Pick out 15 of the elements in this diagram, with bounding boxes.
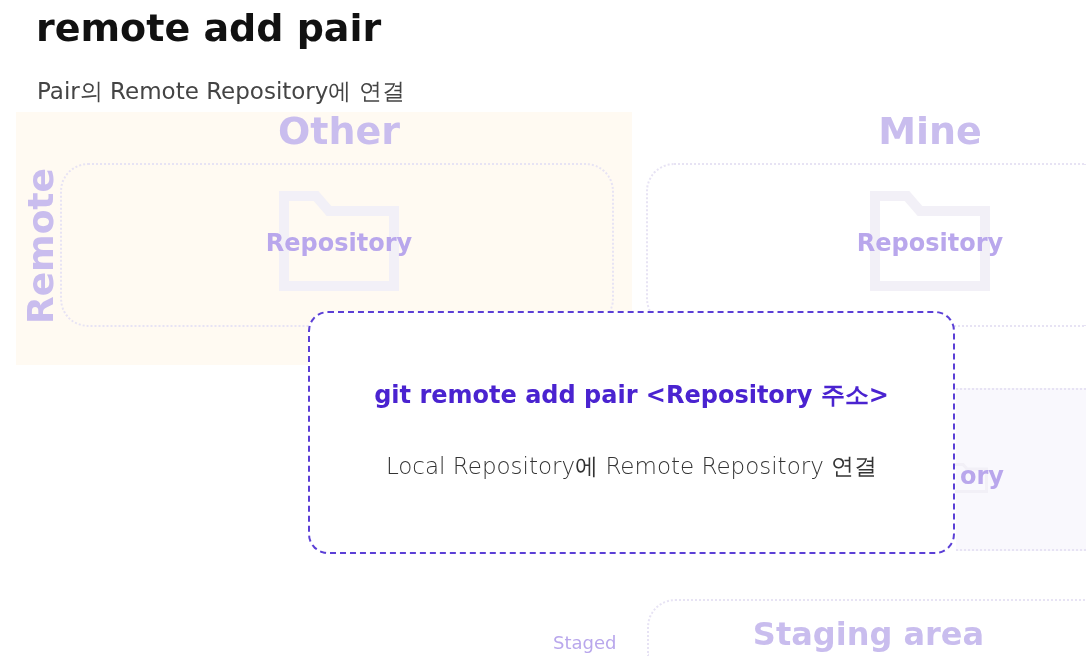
folder-label: Repository: [855, 229, 1005, 257]
band-label: Remote: [20, 168, 61, 324]
section-heading: Other: [276, 109, 401, 153]
folder-label: ory: [960, 462, 1004, 490]
command-text: git remote add pair <Repository 주소>: [373, 380, 890, 411]
side-label: Staged: [553, 632, 617, 653]
subtitle: Pair의 Remote Repository에 연결: [37, 77, 405, 106]
description: Local Repository에 Remote Repository 연결: [384, 452, 879, 481]
staging-area-box: [647, 599, 1086, 656]
folder-label: Repository: [264, 229, 414, 257]
section-heading: Staging area: [751, 615, 986, 653]
section-heading: Mine: [877, 109, 983, 153]
repository-box: [956, 388, 1086, 551]
command-popup: [308, 311, 955, 554]
title: remote add pair: [36, 6, 382, 50]
